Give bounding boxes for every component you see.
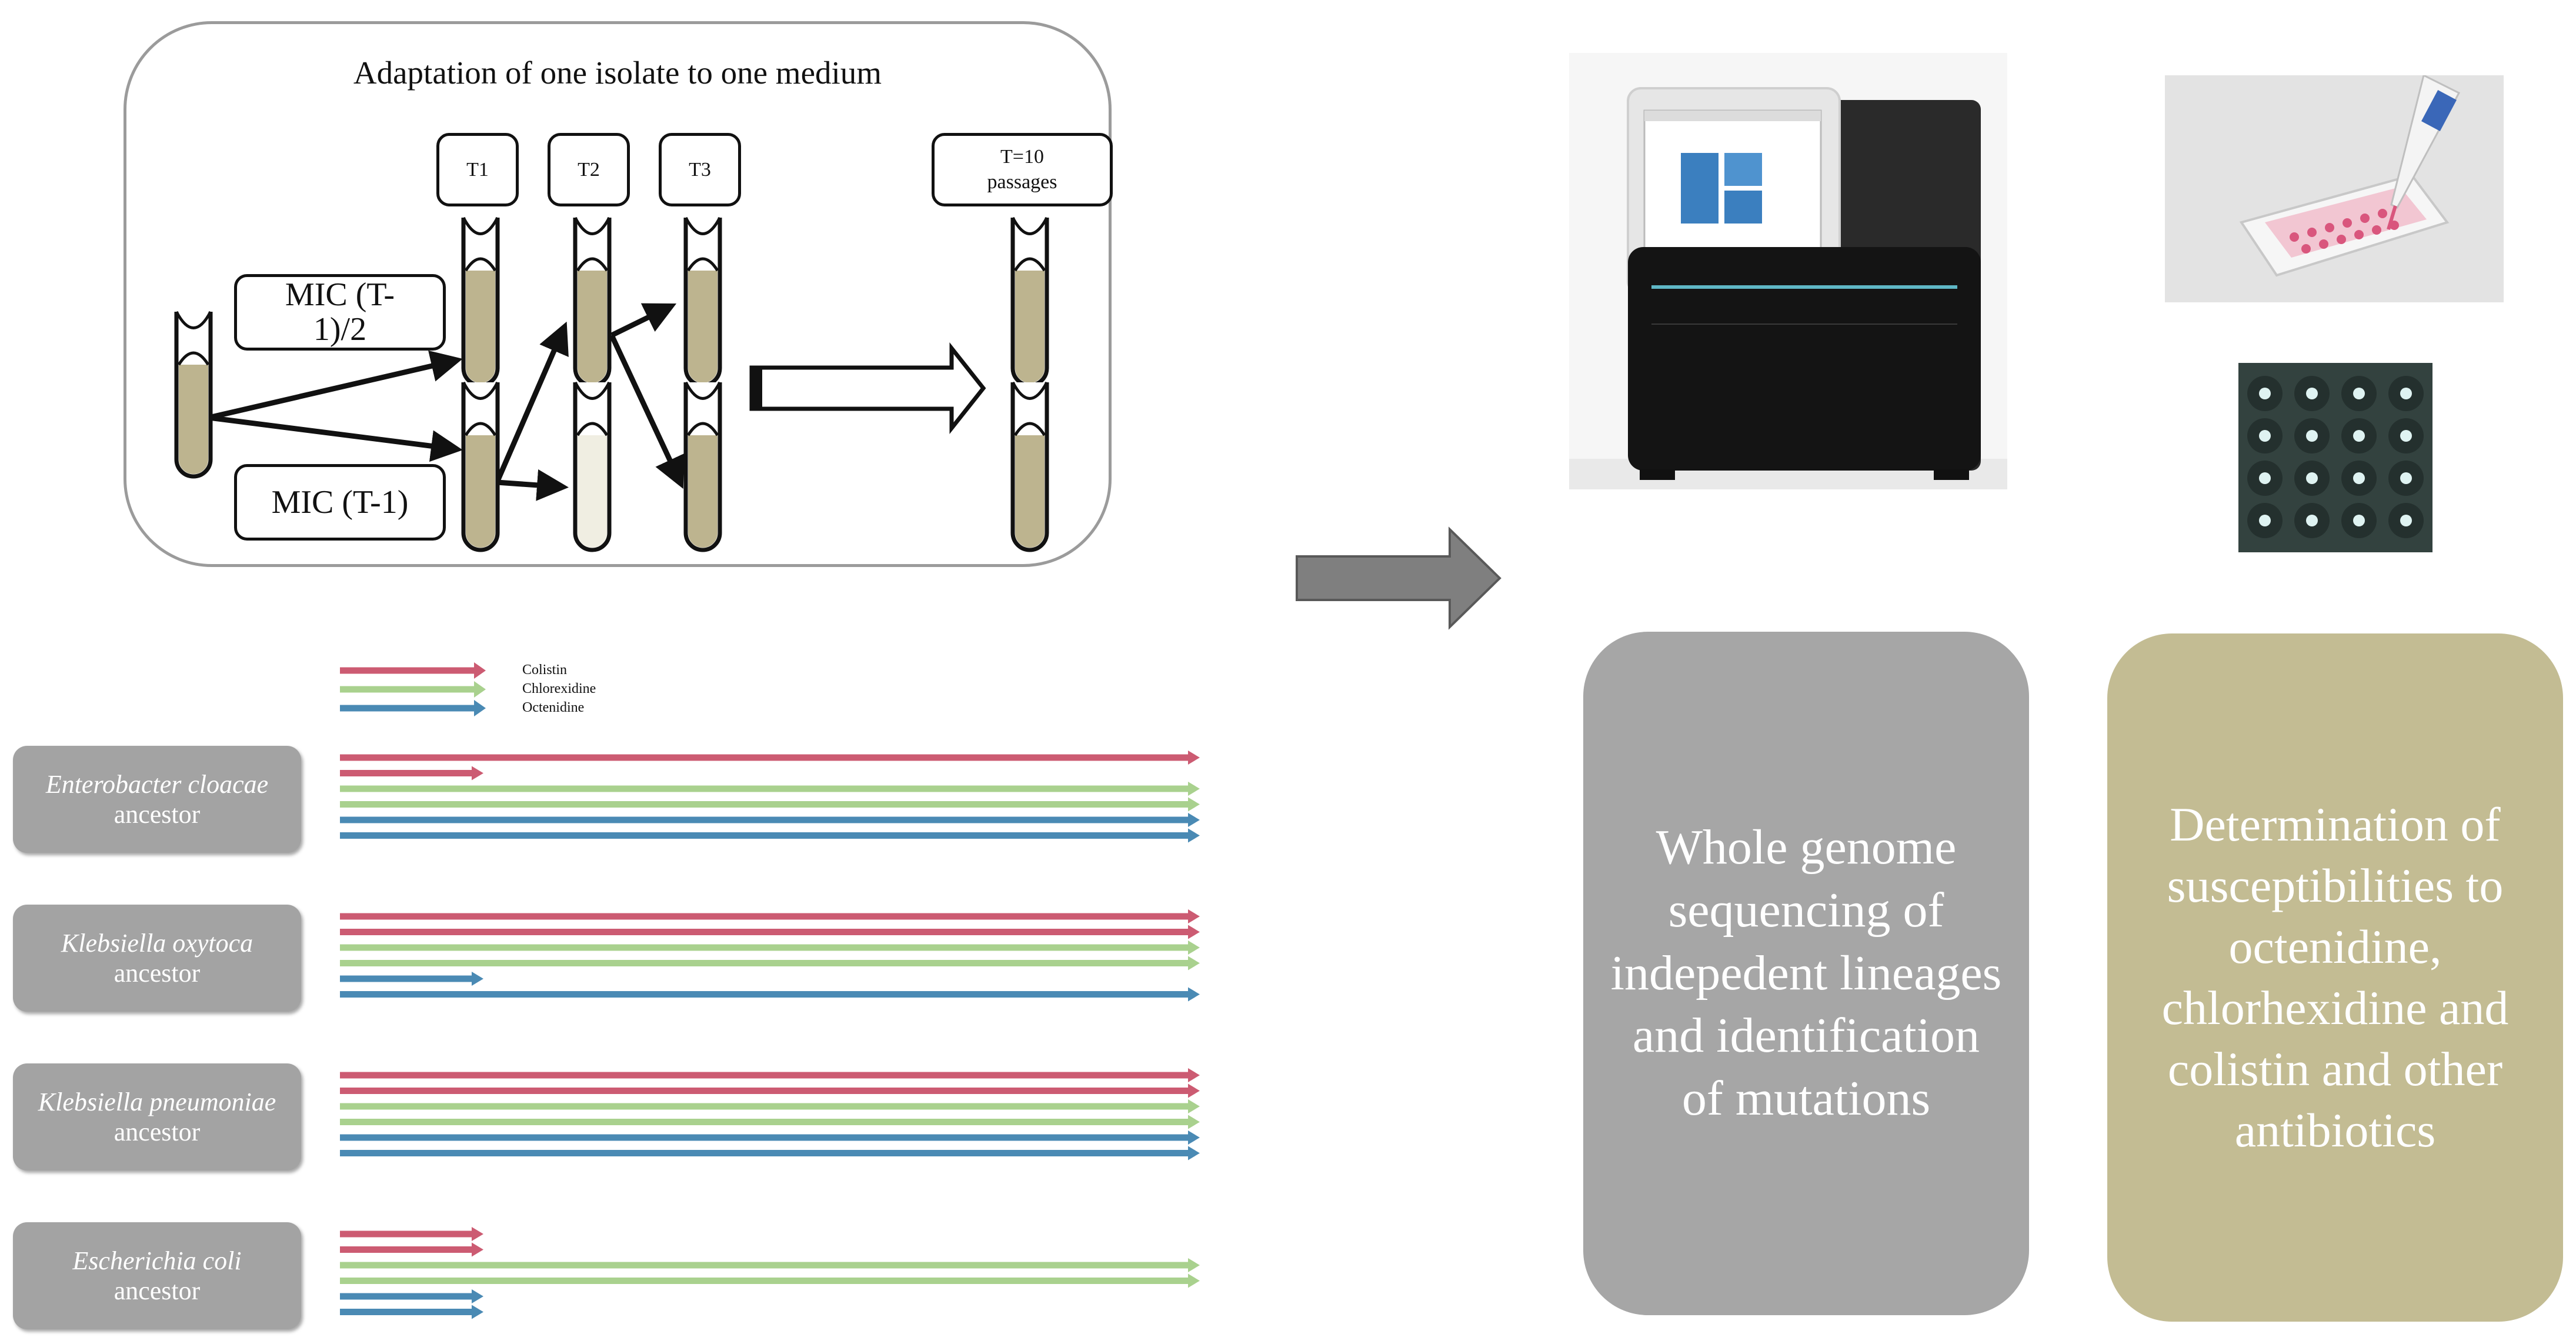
ancestor-enterobacter-cloacae: Enterobacter cloacae ancestor — [13, 746, 301, 853]
lineage-arrow-head — [1188, 956, 1200, 971]
lineage-arrow-head — [1188, 828, 1200, 843]
adaptation-title: Adaptation of one isolate to one medium — [353, 55, 882, 91]
pipette-plate-image — [2165, 75, 2504, 302]
lineage-arrow-head — [1188, 1115, 1200, 1129]
sequencer-drawing — [1569, 87, 2007, 489]
antibiotic-disk — [2400, 430, 2412, 442]
lineage-arrow-head — [1188, 1146, 1200, 1160]
sequencer-image — [1569, 53, 2007, 489]
susceptibility-outcome-text: Determination of susceptibilities to oct… — [2161, 797, 2509, 1158]
lineage-arrow-head — [1188, 1258, 1200, 1272]
ancestor-klebsiella-oxytoca: Klebsiella oxytoca ancestor — [13, 905, 301, 1012]
lineage-arrow-head — [1188, 751, 1200, 765]
timepoint-t1-label: T1 — [436, 133, 519, 206]
ancestor-word: ancestor — [114, 1276, 201, 1305]
antibiotic-disk — [2259, 430, 2271, 442]
lineage-arrow-head — [472, 1242, 483, 1257]
lineage-arrow-head — [1188, 1068, 1200, 1082]
lineage-arrow-head — [472, 1289, 483, 1303]
ancestor-escherichia-coli: Escherichia coli ancestor — [13, 1222, 301, 1329]
lineage-arrow-head — [1188, 1130, 1200, 1145]
lineage-arrow-head — [472, 766, 483, 781]
timepoint-t2-label: T2 — [548, 133, 630, 206]
pipette-plate-drawing — [2239, 75, 2461, 277]
legend-arrow-head — [474, 700, 486, 716]
final-timepoint-label: T=10 passages — [932, 133, 1113, 206]
species-name: Klebsiella pneumoniae — [38, 1088, 276, 1116]
susceptibility-outcome-box: Determination of susceptibilities to oct… — [2107, 633, 2563, 1322]
antibiotic-disk — [2306, 430, 2318, 442]
lineage-arrow-head — [1188, 813, 1200, 827]
lineage-arrow-head — [472, 972, 483, 986]
antibiotic-disk — [2353, 472, 2365, 484]
antibiotic-disk — [2306, 515, 2318, 526]
disk-diffusion-plate-image — [2238, 363, 2432, 552]
ancestor-word: ancestor — [114, 959, 201, 988]
antibiotic-disk — [2259, 472, 2271, 484]
antibiotic-disk — [2259, 515, 2271, 526]
disk-diffusion-drawing — [2238, 363, 2432, 552]
mic-half-label: MIC (T-1)/2 — [234, 274, 446, 351]
antibiotic-disk — [2353, 430, 2365, 442]
lineage-arrow-head — [1188, 1099, 1200, 1113]
antibiotic-disk — [2259, 388, 2271, 399]
lineage-arrow-head — [1188, 925, 1200, 939]
lineage-arrow-head — [1188, 987, 1200, 1002]
antibiotic-disk — [2400, 515, 2412, 526]
species-name: Escherichia coli — [72, 1246, 242, 1275]
legend-chlorexidine: Chlorexidine — [522, 681, 596, 696]
lineage-arrow-head — [472, 1305, 483, 1319]
antibiotic-disk — [2400, 388, 2412, 399]
timepoint-t3-label: T3 — [659, 133, 741, 206]
ancestor-word: ancestor — [114, 800, 201, 829]
lineage-arrow-head — [1188, 909, 1200, 923]
mic-full-label: MIC (T-1) — [234, 464, 446, 541]
lineage-arrow-head — [1188, 797, 1200, 812]
species-name: Enterobacter cloacae — [45, 770, 269, 799]
legend-arrow-head — [474, 662, 486, 679]
ancestor-word: ancestor — [114, 1118, 201, 1146]
antibiotic-disk — [2353, 515, 2365, 526]
lineage-arrow-head — [1188, 782, 1200, 796]
legend-octenidine: Octenidine — [522, 700, 585, 715]
species-name: Klebsiella oxytoca — [61, 929, 253, 958]
antibiotic-disk — [2306, 472, 2318, 484]
ancestor-klebsiella-pneumoniae: Klebsiella pneumoniae ancestor — [13, 1063, 301, 1170]
sequencing-outcome-text: Whole genome sequencing of indepedent li… — [1610, 820, 2002, 1126]
lineage-arrow-head — [472, 1227, 483, 1241]
lineage-arrow-head — [1188, 941, 1200, 955]
antibiotic-disk — [2353, 388, 2365, 399]
antibiotic-disk — [2306, 388, 2318, 399]
lineage-arrow-head — [1188, 1273, 1200, 1288]
legend-arrow-head — [474, 681, 486, 698]
legend-colistin: Colistin — [522, 662, 568, 678]
sequencing-outcome-box: Whole genome sequencing of indepedent li… — [1583, 632, 2029, 1315]
lineage-arrow-head — [1188, 1083, 1200, 1098]
antibiotic-disk — [2400, 472, 2412, 484]
